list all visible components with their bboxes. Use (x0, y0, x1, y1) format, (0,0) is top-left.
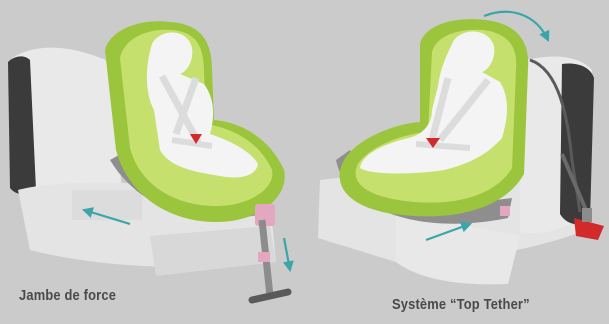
right-tether-hook (582, 208, 592, 222)
right-harness-strap-3 (416, 144, 470, 148)
left-support-leg-marker (258, 252, 270, 262)
left-support-leg-foot (252, 292, 288, 300)
right-scene-top-tether (318, 12, 604, 285)
left-isofix-zone (72, 190, 142, 220)
left-scene-support-leg (8, 21, 290, 300)
caption-support-leg: Jambe de force (19, 287, 116, 304)
left-arrow-leg-down (284, 238, 290, 270)
caption-top-tether: Système “Top Tether” (392, 296, 530, 313)
right-isofix-marker (500, 206, 510, 216)
